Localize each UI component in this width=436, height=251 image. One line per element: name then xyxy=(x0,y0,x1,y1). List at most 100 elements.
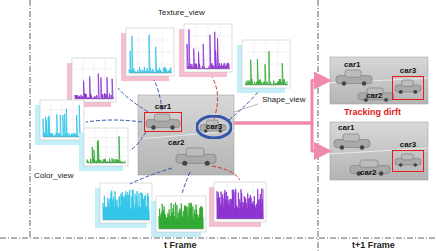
grid-line xyxy=(87,137,126,138)
frame-line xyxy=(30,0,31,238)
histogram-panel xyxy=(214,182,266,222)
grid-line xyxy=(51,102,52,137)
axis xyxy=(43,137,82,138)
car-label: car3 xyxy=(400,67,416,75)
car-roof xyxy=(402,154,414,160)
wheel xyxy=(384,98,388,102)
histogram-bars xyxy=(129,35,171,73)
grid-line xyxy=(162,30,163,73)
image-panel: car1 car2 car3 xyxy=(330,57,428,104)
histogram-bars xyxy=(87,136,125,163)
frame-label: t+1 Frame xyxy=(352,241,395,250)
view-label: Shape_view xyxy=(262,96,306,104)
view-label: Texture_view xyxy=(158,9,205,17)
dashed-link xyxy=(212,77,218,119)
histogram-panel xyxy=(72,58,116,102)
grid-line xyxy=(254,42,255,85)
car-label: car3 xyxy=(400,141,416,149)
target-box: car3 xyxy=(392,150,424,172)
wheel xyxy=(399,163,403,167)
flow-arrow xyxy=(234,81,329,124)
flow-arrow xyxy=(234,123,329,151)
car-label: car2 xyxy=(168,139,184,147)
dashed-link xyxy=(130,132,146,150)
dashed-link xyxy=(130,168,172,184)
histogram-panel xyxy=(184,24,232,72)
grid-line xyxy=(62,102,63,137)
car xyxy=(358,93,394,100)
grid-line xyxy=(187,48,230,49)
histogram-bars xyxy=(187,29,229,69)
grid-line xyxy=(106,130,107,163)
grid-line xyxy=(87,147,126,148)
axis xyxy=(103,220,150,221)
histogram-panel xyxy=(40,100,84,140)
histogram-bars xyxy=(245,51,287,85)
wheel xyxy=(342,81,346,85)
histogram-panel xyxy=(100,183,152,223)
car-roof xyxy=(186,148,204,156)
grid-line xyxy=(103,193,150,194)
grid-line xyxy=(105,60,106,99)
grid-line xyxy=(75,80,114,81)
grid-line xyxy=(129,52,172,53)
frame-line xyxy=(0,238,436,239)
wheel xyxy=(170,125,174,129)
leader-line xyxy=(234,104,258,112)
wheel xyxy=(362,81,366,85)
axis xyxy=(187,69,230,70)
wheel xyxy=(151,125,155,129)
car-label: car1 xyxy=(344,61,360,69)
axis xyxy=(129,73,172,74)
grid-line xyxy=(208,26,209,69)
axis xyxy=(87,163,126,164)
warning-label: Tracking dirft xyxy=(344,108,401,117)
axis xyxy=(75,99,114,100)
car-roof xyxy=(360,160,378,167)
grid-line xyxy=(220,26,221,69)
histogram-bars xyxy=(217,189,263,219)
road-photo xyxy=(330,122,428,180)
car-label: car1 xyxy=(155,103,171,111)
axis xyxy=(217,219,264,220)
wheel xyxy=(360,145,364,149)
dashed-link xyxy=(118,88,148,112)
grid-line xyxy=(278,42,279,85)
frame-line xyxy=(318,0,319,251)
frame-label: t Frame xyxy=(164,241,197,250)
wheel xyxy=(379,171,383,175)
image-panel: car2 car1 car3 xyxy=(138,95,234,175)
view-label: Color_view xyxy=(34,172,74,180)
grid-line xyxy=(75,69,114,70)
car-label: car1 xyxy=(338,124,354,132)
wheel xyxy=(340,145,344,149)
histogram-panel xyxy=(242,40,290,88)
grid-line xyxy=(196,26,197,69)
ellipse-outline xyxy=(197,116,232,138)
axis xyxy=(245,85,288,86)
grid-line xyxy=(138,30,139,73)
grid-line xyxy=(43,110,82,111)
grid-line xyxy=(129,40,172,41)
car-roof xyxy=(345,70,361,77)
axis xyxy=(159,229,204,230)
car-label: car2 xyxy=(366,92,382,100)
histogram-bars xyxy=(43,105,81,137)
road-photo xyxy=(138,95,234,175)
wheel xyxy=(413,90,417,94)
car-roof xyxy=(155,114,170,121)
histogram-panel xyxy=(156,196,206,232)
road-photo xyxy=(330,57,428,104)
dashed-link xyxy=(229,92,258,120)
car-label: car2 xyxy=(360,169,376,177)
wheel xyxy=(413,163,417,167)
grid-line xyxy=(94,60,95,99)
dashed-link xyxy=(212,166,240,180)
car-roof xyxy=(343,134,359,141)
car-label: car3 xyxy=(206,123,222,131)
image-panel: car1 car2 car3 xyxy=(330,122,428,180)
grid-line xyxy=(187,36,230,37)
car-roof xyxy=(402,80,414,86)
grid-line xyxy=(117,130,118,163)
target-box: car1 xyxy=(144,112,182,132)
